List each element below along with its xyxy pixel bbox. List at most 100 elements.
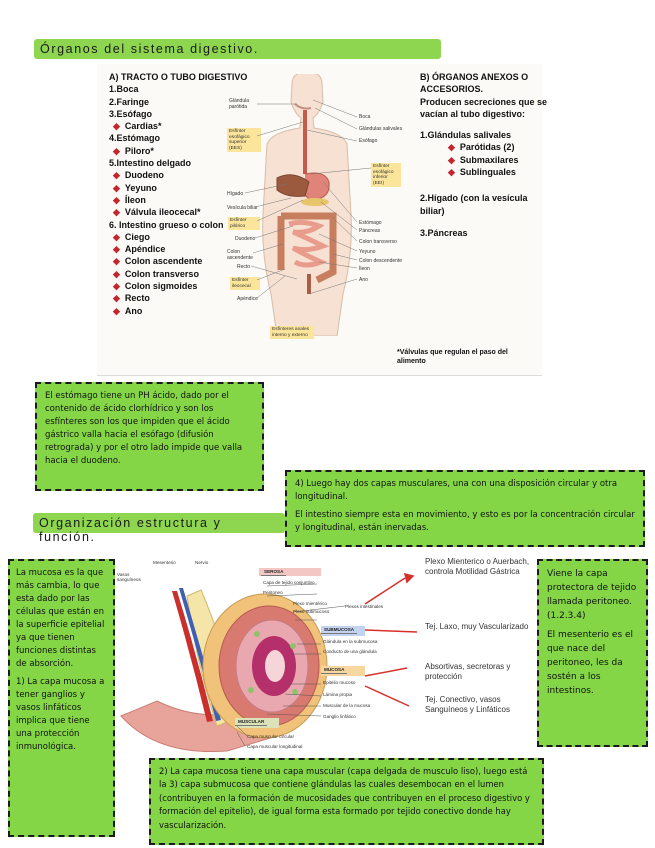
- tract-sub-recto: Recto: [124, 293, 150, 304]
- annotation-plexus: Plexo Mienterico o Auerbach, controla Mo…: [425, 557, 530, 576]
- valve-note-line-1: *Válvulas que regulan el paso del: [397, 349, 508, 356]
- tract-list: A) TRACTO O TUBO DIGESTIVO 1.Boca 2.Fari…: [109, 72, 248, 316]
- tag-submucosa: SUBMUCOSA: [321, 626, 358, 634]
- label-ascending: Colon ascendente: [227, 249, 253, 261]
- annex-sub-sublinguales: Sublinguales: [459, 167, 516, 178]
- tract-item-faringe: 2.Faringe: [109, 96, 150, 107]
- tract-item-grueso: 6. Intestino grueso o colon: [109, 219, 224, 230]
- annex-glands: 1.Glándulas salivales: [420, 130, 512, 141]
- tract-sub-ascendente: Colon ascendente: [124, 256, 203, 267]
- annex-sub-parotidas: Parótidas (2): [459, 142, 515, 153]
- annex-liver-1: 2.Hígado (con la vesícula: [420, 193, 528, 204]
- label-vessels: Vasos sanguíneos: [117, 572, 141, 582]
- label-ues: Esfínter esofágico superior (EES): [227, 128, 261, 153]
- tract-sub-sigmoides: Colon sigmoides: [124, 281, 198, 292]
- note-muscle-text-2: El intestino siempre esta en movimiento,…: [295, 510, 635, 533]
- tract-item-delgado: 5.Intestino delgado: [109, 158, 192, 169]
- label-serosa-2: Peritoneo: [263, 590, 283, 595]
- label-duodenum: Duodeno: [235, 236, 256, 242]
- valve-note-line-2: alimento: [397, 357, 426, 365]
- label-jejunum: Yeyuno: [359, 249, 376, 255]
- label-stomach: Estómago: [359, 220, 382, 226]
- label-rectum: Recto: [237, 264, 251, 270]
- label-mesentery: Mesenterio: [153, 560, 176, 565]
- label-gallbladder: Vesícula biliar: [227, 205, 258, 211]
- label-descending: Colon descendente: [359, 258, 403, 264]
- annotation-absorb: Absortivas, secretoras y protección: [425, 662, 511, 681]
- note-box-muscle-layers: 4) Luego hay dos capas musculares, una c…: [285, 470, 645, 547]
- annex-pancreas: 3.Páncreas: [420, 227, 468, 238]
- label-plexus-intestinal: Plexos intestinales: [345, 604, 384, 609]
- label-mouth: Boca: [359, 114, 371, 120]
- tract-item-esofago: 3.Esófago: [109, 108, 153, 119]
- tract-sub-valvula: Válvula ileocecal*: [124, 207, 201, 218]
- annex-desc-2: vacían al tubo digestivo:: [420, 108, 526, 119]
- digestive-system-figure: A) TRACTO O TUBO DIGESTIVO 1.Boca 2.Fari…: [97, 64, 547, 376]
- label-muscularis-2: Capa muscular longitudinal: [247, 744, 303, 749]
- tract-sub-duodeno: Duodeno: [124, 170, 164, 181]
- note-box-peritoneo: Viene la capa protectora de tejido llama…: [537, 559, 648, 747]
- label-muscularis-1: Capa muscular circular: [247, 734, 294, 739]
- label-salivary: Glándulas salivales: [359, 126, 403, 132]
- tract-heading: A) TRACTO O TUBO DIGESTIVO: [109, 72, 248, 82]
- tract-sub-ano: Ano: [124, 305, 143, 316]
- note-box-mucosa: La mucosa es la que más cambia, lo que e…: [8, 559, 115, 837]
- section-title-organs: Órganos del sistema digestivo.: [34, 39, 441, 59]
- label-submucosa-1: Glándula en la submucosa: [323, 639, 378, 644]
- label-submucosa-2: Conducto de una glándula: [323, 649, 377, 654]
- label-ileum: Íleon: [359, 266, 370, 272]
- intestinal-wall-figure: Mesenterio Nervio Vasos sanguíneos SEROS…: [117, 556, 417, 761]
- label-liver: Hígado: [227, 191, 244, 197]
- tract-sub-yeyuno: Yeyuno: [124, 182, 157, 193]
- annotation-tissue: Tej. Laxo, muy Vascularizado: [425, 622, 529, 631]
- label-anus: Ano: [359, 277, 368, 283]
- valve-note: *Válvulas que regulan el paso del alimen…: [397, 349, 508, 366]
- tag-mucosa: MUCOSA: [321, 666, 348, 674]
- tag-muscularis: MUSCULAR: [235, 718, 268, 726]
- annex-desc-1: Producen secreciones que se: [420, 96, 548, 107]
- label-les: Esfínter esofágico inferior (EEI): [371, 163, 401, 188]
- annex-sub-submaxilares: Submaxilares: [459, 154, 519, 165]
- tract-item-boca: 1.Boca: [109, 84, 139, 95]
- tract-sub-transverso: Colon transverso: [124, 268, 199, 279]
- note-mucosa-text-1: La mucosa es la que más cambia, lo que e…: [16, 568, 105, 669]
- tract-sub-ileon: Íleon: [124, 194, 146, 205]
- annotation-connective: Tej. Conectivo, vasos Sanguíneos y Linfá…: [425, 695, 510, 714]
- digestive-anatomy-illustration: [262, 74, 352, 336]
- note-muscle-text-1: 4) Luego hay dos capas musculares, una c…: [295, 479, 618, 502]
- label-mucosa-3: Muscular de la mucosa: [323, 703, 371, 708]
- label-pyloric: Esfínter pilórico: [228, 217, 260, 231]
- label-plexus-myenteric: Plexo mientérico: [293, 601, 327, 606]
- intestinal-wall-illustration: [120, 568, 417, 753]
- annex-heading-2: ACCESORIOS.: [420, 84, 484, 95]
- annex-heading-1: B) ÓRGANOS ANEXOS O: [420, 72, 529, 82]
- label-mucosa-1: Epitelio mucoso: [323, 680, 356, 685]
- label-esophagus: Esófago: [359, 138, 378, 144]
- note-peritoneo-text-2: El mesenterio es el que nace del periton…: [547, 630, 634, 696]
- label-ileocecal: Esfínter ileocecal: [230, 277, 260, 291]
- note-stomach-text: El estómago tiene un PH ácido, dado por …: [45, 391, 243, 466]
- label-plexus-submucosal: Plexo submucoso: [293, 609, 330, 614]
- note-box-stomach: El estómago tiene un PH ácido, dado por …: [35, 382, 264, 491]
- tag-serosa: SEROSA: [261, 568, 287, 576]
- note-submucosa-text: 2) La capa mucosa tiene una capa muscula…: [159, 766, 530, 830]
- label-serosa-1: Capa de tejido conjuntivo: [263, 580, 315, 585]
- note-peritoneo-text-1: Viene la capa protectora de tejido llama…: [547, 569, 637, 621]
- label-appendix: Apéndice: [237, 296, 258, 302]
- tract-item-estomago: 4.Estómago: [109, 133, 161, 144]
- label-leader-lines: [244, 99, 372, 299]
- tract-sub-apendice: Apéndice: [124, 244, 166, 255]
- label-pancreas: Páncreas: [359, 228, 381, 234]
- label-transverse: Colon transverso: [359, 239, 397, 245]
- label-anal-sphincters: Esfínteres anales interno y externo: [270, 326, 314, 340]
- note-mucosa-text-2: 1) La capa mucosa a tener ganglios y vas…: [16, 677, 105, 752]
- label-lymph: Ganglio linfático: [323, 714, 356, 719]
- section-title-organization: Organización estructura y función.: [33, 513, 285, 544]
- tract-sub-piloro: Piloro*: [124, 145, 154, 156]
- label-mucosa-2: Lámina propia: [323, 692, 353, 697]
- note-box-submucosa: 2) La capa mucosa tiene una capa muscula…: [149, 758, 544, 845]
- annex-list: B) ÓRGANOS ANEXOS O ACCESORIOS. Producen…: [420, 72, 548, 238]
- label-parotid: Glándula parótida: [229, 98, 250, 110]
- label-nerve: Nervio: [195, 560, 209, 565]
- tract-sub-cardias: Cardias*: [124, 121, 162, 132]
